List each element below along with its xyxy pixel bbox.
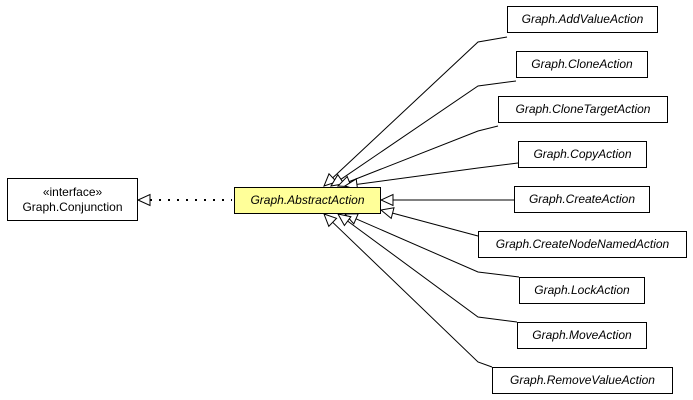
subclass-node-lock-action[interactable]: Graph.LockAction bbox=[519, 277, 645, 304]
subclass-node-clone-target-action[interactable]: Graph.CloneTargetAction bbox=[498, 96, 668, 123]
generalization-edge bbox=[332, 221, 493, 368]
subclass-node-remove-value-action[interactable]: Graph.RemoveValueAction bbox=[492, 367, 673, 394]
generalization-edge bbox=[340, 80, 517, 180]
subclass-name-label: Graph.CloneTargetAction bbox=[515, 102, 651, 116]
generalization-arrowhead bbox=[379, 193, 394, 207]
generalization-arrowhead bbox=[379, 207, 395, 220]
interface-node-conjunction[interactable]: «interface» Graph.Conjunction bbox=[7, 178, 138, 221]
subclass-node-move-action[interactable]: Graph.MoveAction bbox=[517, 322, 647, 349]
generalization-edge bbox=[355, 218, 520, 278]
subclass-node-clone-action[interactable]: Graph.CloneAction bbox=[516, 51, 648, 78]
generalization-edge bbox=[356, 162, 519, 185]
focus-node-name-label: Graph.AbstractAction bbox=[250, 193, 365, 207]
subclass-node-create-node-named-action[interactable]: Graph.CreateNodeNamedAction bbox=[478, 231, 687, 258]
subclass-node-add-value-action[interactable]: Graph.AddValueAction bbox=[507, 6, 658, 33]
generalization-edge bbox=[349, 125, 499, 183]
interface-name-label: Graph.Conjunction bbox=[22, 199, 123, 214]
subclass-name-label: Graph.AddValueAction bbox=[521, 12, 644, 26]
subclass-name-label: Graph.LockAction bbox=[534, 283, 630, 297]
generalization-edge bbox=[347, 220, 518, 323]
generalization-edge bbox=[332, 36, 508, 179]
subclass-name-label: Graph.CloneAction bbox=[531, 57, 633, 71]
subclass-name-label: Graph.CreateNodeNamedAction bbox=[495, 237, 670, 251]
generalization-arrowhead bbox=[323, 213, 338, 228]
subclass-node-copy-action[interactable]: Graph.CopyAction bbox=[518, 141, 647, 168]
subclass-node-create-action[interactable]: Graph.CreateAction bbox=[514, 186, 650, 213]
subclass-name-label: Graph.CreateAction bbox=[528, 192, 636, 206]
generalization-edge bbox=[392, 212, 479, 237]
subclass-name-label: Graph.RemoveValueAction bbox=[510, 373, 655, 387]
realization-arrowhead bbox=[136, 193, 151, 207]
subclass-name-label: Graph.CopyAction bbox=[533, 147, 632, 161]
focus-node-abstract-action[interactable]: Graph.AbstractAction bbox=[234, 187, 381, 214]
interface-stereotype-label: «interface» bbox=[42, 184, 103, 199]
generalization-arrowhead bbox=[337, 213, 352, 227]
subclass-name-label: Graph.MoveAction bbox=[532, 328, 632, 342]
generalization-arrowhead bbox=[323, 172, 338, 187]
